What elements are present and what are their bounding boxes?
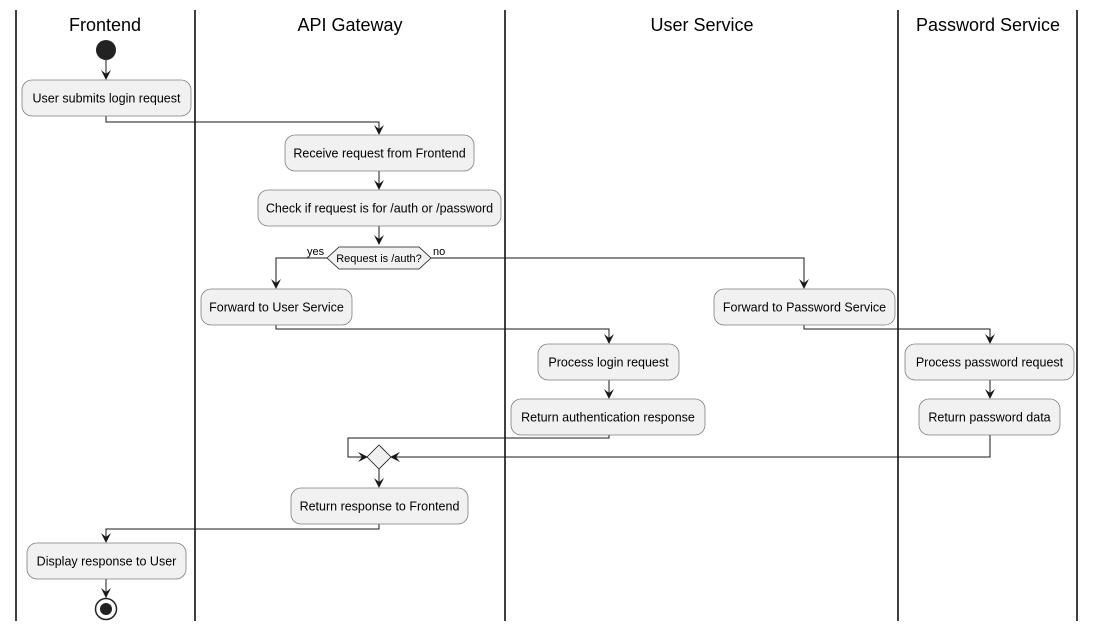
activity-receive-request: Receive request from Frontend (284, 134, 475, 172)
activity-box (200, 288, 353, 326)
activity-label: Forward to User Service (209, 301, 344, 315)
flow-return-password-to-merge (391, 435, 991, 458)
arrowhead-forward-password (799, 279, 809, 289)
arrowhead-end (101, 588, 111, 598)
activity-box (257, 189, 502, 227)
activity-box (284, 134, 475, 172)
decision-yes-label: yes (307, 246, 325, 258)
activity-box (904, 343, 1075, 381)
flow-return-auth-to-merge (347, 435, 610, 458)
arrowhead-submit (101, 70, 111, 80)
flow-decision-no (431, 257, 805, 288)
end-node-dot (100, 603, 112, 615)
activity-label: Check if request is for /auth or /passwo… (266, 202, 493, 216)
activity-box (918, 398, 1061, 436)
lane-title-user-service: User Service (650, 15, 753, 35)
activity-forward-to-password-service: Forward to Password Service (713, 288, 896, 326)
flow-lines (105, 60, 991, 598)
activity-return-authentication-response: Return authentication response (510, 398, 706, 436)
activity-box (713, 288, 896, 326)
flow-submit-to-receive (105, 116, 380, 134)
arrowhead-return-auth (604, 389, 614, 399)
flow-decision-yes (275, 257, 327, 288)
flow-forward-to-process-password (803, 325, 991, 343)
activity-label: Return password data (928, 411, 1050, 425)
activity-label: Process login request (548, 356, 669, 370)
lane-title-api-gateway: API Gateway (297, 15, 402, 35)
activity-box (290, 487, 469, 525)
arrowhead-forward-user (271, 279, 281, 289)
activity-display-response: Display response to User (26, 542, 187, 580)
activity-check-request: Check if request is for /auth or /passwo… (257, 189, 502, 227)
arrowhead-check (374, 180, 384, 190)
activity-box (510, 398, 706, 436)
arrowhead-receive (374, 125, 384, 135)
activity-box (537, 343, 680, 381)
activity-box (21, 79, 192, 117)
end-node (94, 597, 118, 621)
decision-hexagon (326, 246, 432, 270)
arrowhead-process-password (985, 334, 995, 344)
activity-forward-to-user-service: Forward to User Service (200, 288, 353, 326)
decision-question: Request is /auth? (336, 253, 422, 265)
flow-forward-to-process-login (275, 325, 610, 343)
activity-box (26, 542, 187, 580)
activity-label: Receive request from Frontend (293, 147, 465, 161)
arrowhead-display (101, 533, 111, 543)
arrowhead-merge-right (390, 452, 400, 462)
arrowhead-process-login (604, 334, 614, 344)
activity-label: Return authentication response (521, 411, 695, 425)
activity-label: Forward to Password Service (723, 301, 886, 315)
start-node (96, 40, 116, 60)
decision-request-is-auth: Request is /auth? yes no (307, 246, 445, 270)
swimlane-dividers (15, 10, 1078, 621)
activity-label: Display response to User (37, 555, 177, 569)
activity-label: Return response to Frontend (300, 500, 460, 514)
merge-node (366, 444, 392, 470)
activity-process-password-request: Process password request (904, 343, 1075, 381)
decision-no-label: no (433, 246, 445, 258)
lane-titles: Frontend API Gateway User Service Passwo… (69, 15, 1060, 35)
arrowhead-return-password (985, 389, 995, 399)
activity-user-submits-login: User submits login request (21, 79, 192, 117)
lane-title-frontend: Frontend (69, 15, 141, 35)
arrowheads (101, 70, 995, 598)
activity-label: Process password request (916, 356, 1064, 370)
arrowhead-return-frontend (374, 478, 384, 488)
lane-title-password-service: Password Service (916, 15, 1060, 35)
activity-return-password-data: Return password data (918, 398, 1061, 436)
activity-return-response-to-frontend: Return response to Frontend (290, 487, 469, 525)
arrowhead-decision (374, 235, 384, 245)
activity-process-login-request: Process login request (537, 343, 680, 381)
arrowhead-merge-left (358, 452, 368, 462)
flow-return-frontend-to-display (105, 524, 380, 542)
activity-label: User submits login request (33, 92, 182, 106)
